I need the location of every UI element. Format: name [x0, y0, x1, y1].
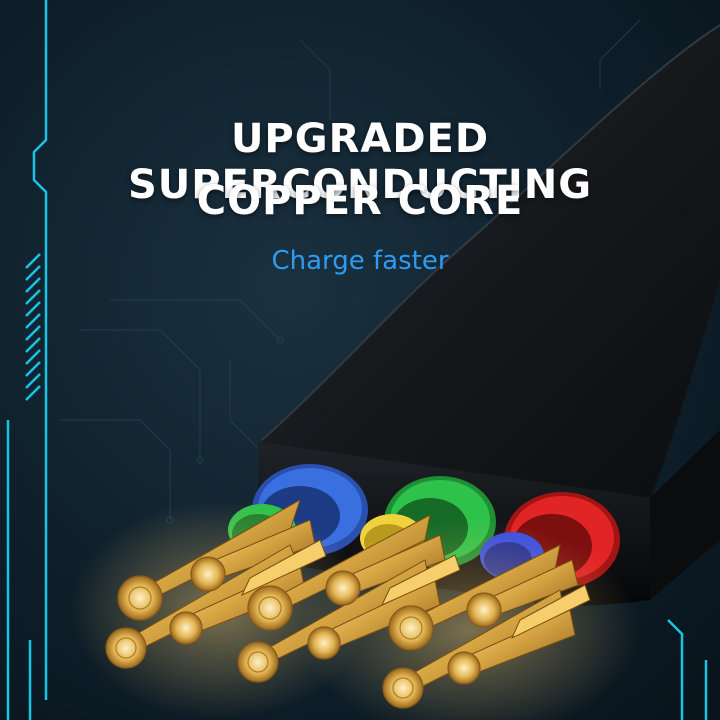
strand-ends: [105, 556, 502, 709]
cable-jacket: [262, 25, 720, 500]
tech-frame-hatch-icon: [25, 253, 41, 401]
subheadline: Charge faster: [271, 246, 449, 276]
headline-line-1: UPGRADED SUPERCONDUCTING: [127, 116, 593, 208]
tech-frame-right-icon: [667, 619, 708, 720]
circuit-pattern-icon: [60, 19, 641, 524]
tech-frame-left-icon: [6, 0, 48, 720]
copper-strands: [70, 498, 640, 720]
headline-line-2: COPPER CORE: [196, 178, 524, 224]
